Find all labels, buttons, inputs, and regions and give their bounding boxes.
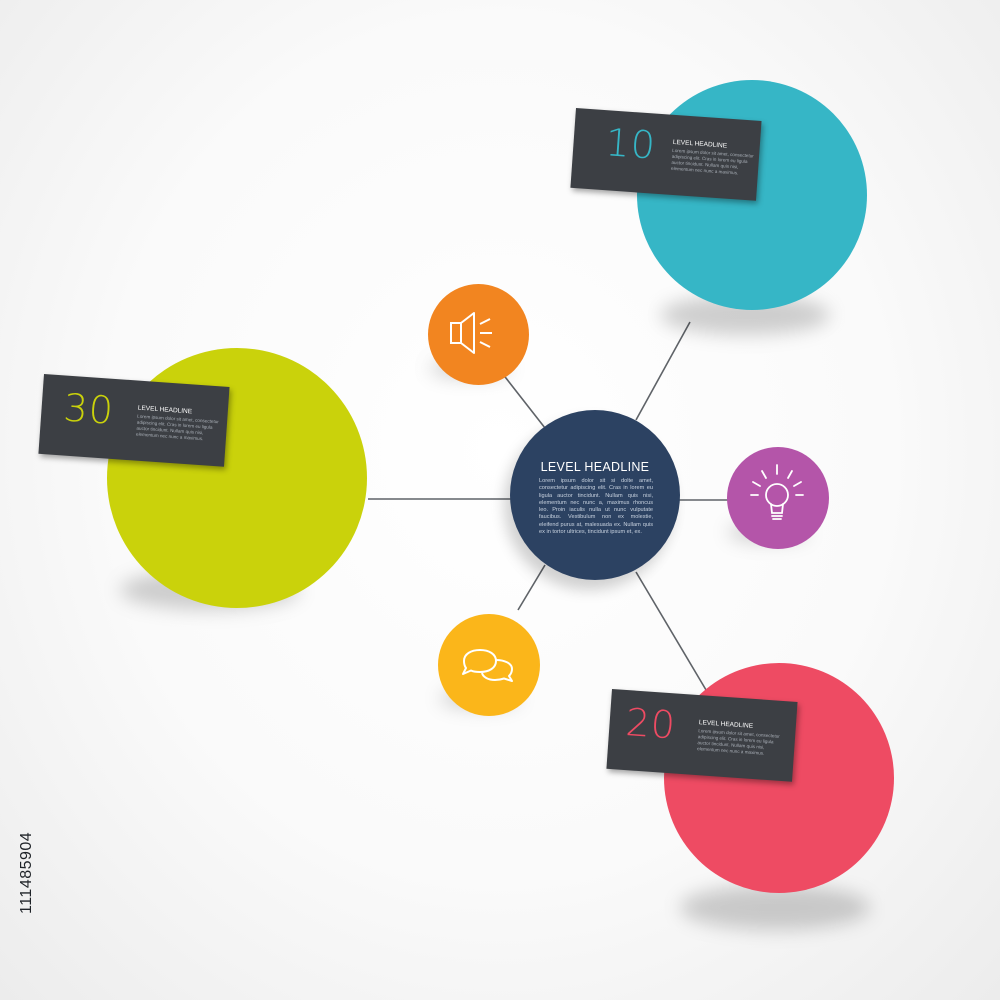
level-20-tag: 20 LEVEL HEADLINE Lorem ipsum dolor sit … (606, 689, 798, 782)
connector-center-to-level-10 (635, 321, 691, 421)
center-headline: LEVEL HEADLINE (540, 460, 650, 474)
speaker-circle (428, 284, 529, 385)
level-20-body: Lorem ipsum dolor sit amet, consectetur … (696, 728, 780, 756)
level-30-number: 30 (62, 385, 116, 433)
level-30-tag: 30 LEVEL HEADLINE Lorem ipsum dolor sit … (38, 374, 230, 467)
stock-id-label: 111485904 (18, 831, 35, 914)
level-30-body: Lorem ipsum dolor sit amet, consectetur … (135, 413, 219, 442)
level-10-body: Lorem ipsum dolor sit amet, consectetur … (670, 147, 754, 176)
lightbulb-circle (727, 447, 829, 549)
level-20-number: 20 (624, 700, 678, 748)
center-body-text: Lorem ipsum dolor sit si dolte amet, con… (539, 478, 653, 536)
lightbulb-icon (750, 464, 804, 520)
speaker-icon (450, 312, 492, 354)
level-10-number: 10 (604, 120, 658, 168)
connector-center-to-chat (517, 564, 546, 611)
connector-center-to-level-20 (635, 571, 713, 701)
chat-bubbles-icon (462, 649, 513, 682)
connector-center-to-speaker (501, 372, 546, 429)
level-10-tag: 10 LEVEL HEADLINE Lorem ipsum dolor sit … (570, 108, 762, 201)
chat-circle (438, 614, 540, 716)
center-circle: LEVEL HEADLINE Lorem ipsum dolor sit si … (510, 410, 680, 580)
